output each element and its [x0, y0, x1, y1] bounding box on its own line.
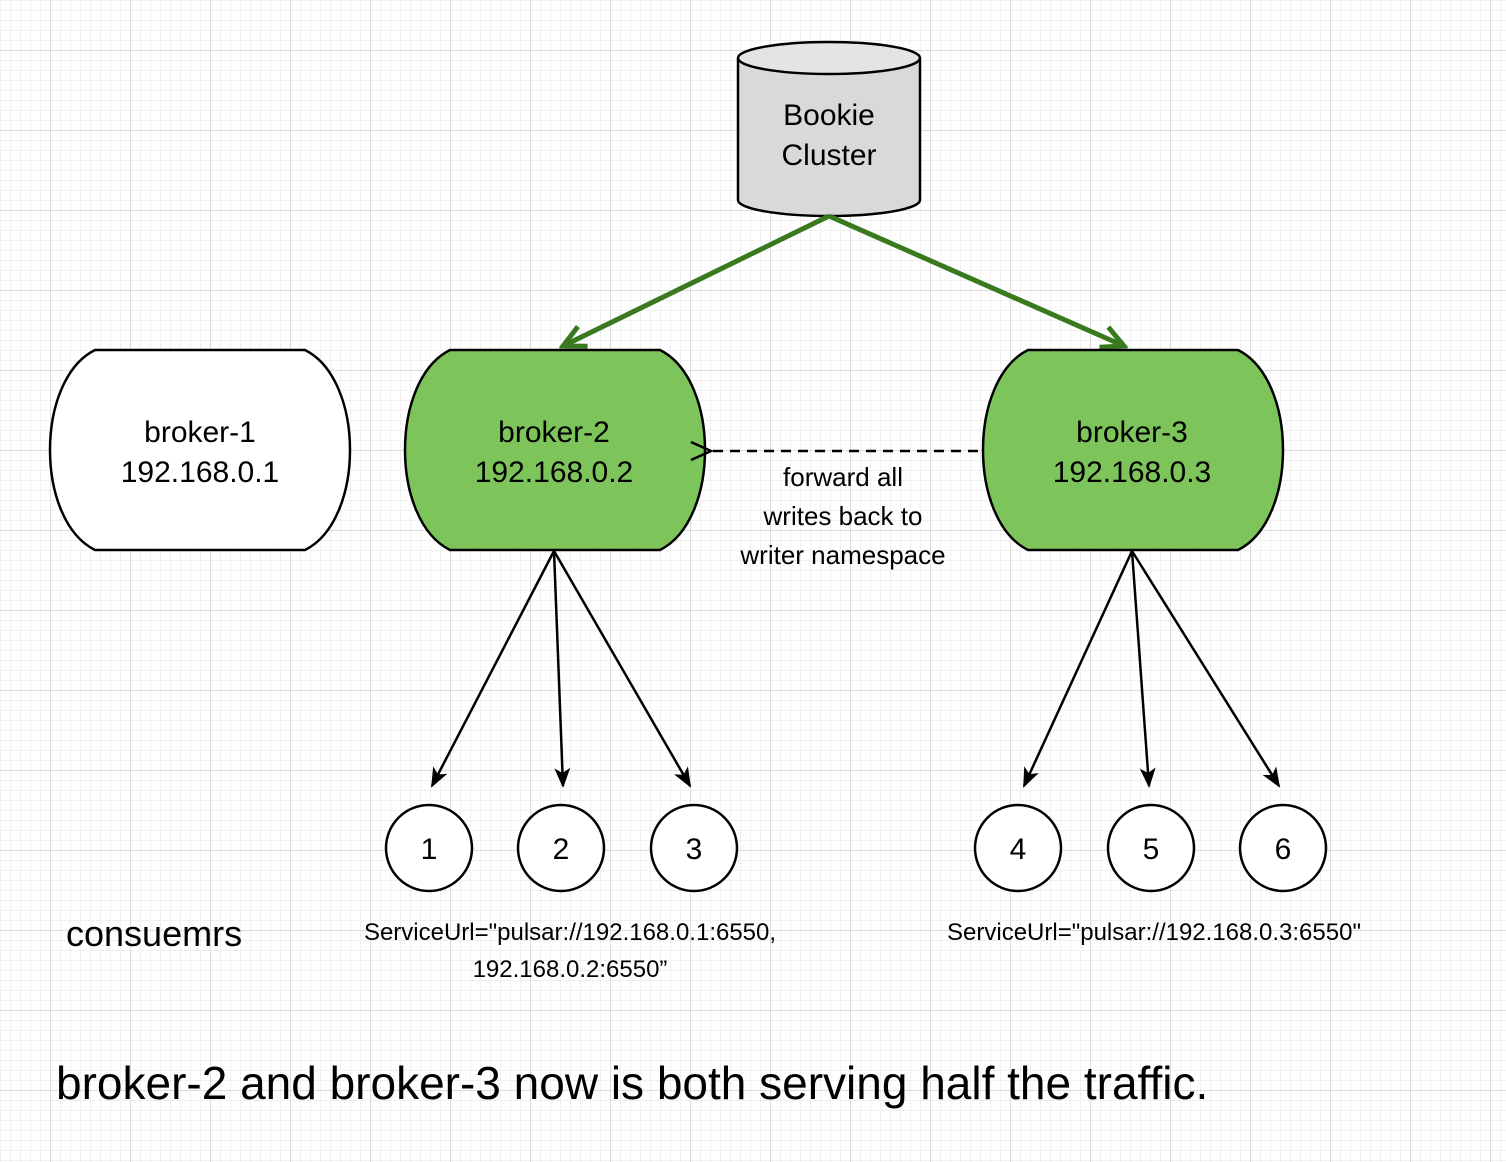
consumer-4-label: 4 [1009, 833, 1027, 866]
service-url-broker-3-line-1: ServiceUrl="pulsar://192.168.0.3:6550" [947, 919, 1361, 946]
consumer-1-circle [384, 803, 474, 893]
service-url-broker-2: ServiceUrl="pulsar://192.168.0.1:6550, 1… [320, 914, 820, 988]
forward-edge-label-line-3: writer namespace [740, 540, 946, 570]
service-url-broker-2-line-1: ServiceUrl="pulsar://192.168.0.1:6550, [363, 919, 777, 946]
broker-1-shape [48, 348, 352, 552]
service-url-broker-3: ServiceUrl="pulsar://192.168.0.3:6550" [904, 914, 1404, 951]
consumer-edge-4 [1022, 550, 1134, 788]
broker-2-ip: 192.168.0.2 [474, 456, 634, 489]
consumer-edge-1 [430, 550, 556, 788]
forward-edge-label-line-2: writes back to [763, 501, 923, 531]
bookie-cluster-line-1: Bookie [783, 99, 875, 132]
consumer-edge-3 [552, 550, 692, 788]
consumer-4-circle [973, 803, 1063, 893]
consumer-3-label: 3 [685, 833, 703, 866]
replication-edge-to-broker-2 [563, 213, 831, 346]
bookie-cluster-line-2: Cluster [781, 139, 877, 172]
broker-3-ip: 192.168.0.3 [1052, 456, 1212, 489]
consumer-6-circle [1238, 803, 1328, 893]
broker-3-shape [981, 348, 1285, 552]
consumer-2-label: 2 [552, 833, 570, 866]
consumer-3-circle [649, 803, 739, 893]
forward-edge-label-line-1: forward all [783, 462, 903, 492]
consumer-2-circle [516, 803, 606, 893]
consumer-edge-6 [1130, 550, 1281, 788]
broker-1-ip: 192.168.0.1 [120, 456, 280, 489]
consumers-label: consuemrs [66, 913, 243, 954]
bookie-cluster-label: Bookie Cluster [738, 96, 920, 176]
consumer-edge-5 [1130, 550, 1156, 788]
service-url-broker-2-line-2: 192.168.0.2:6550” [472, 956, 668, 983]
broker-2-label: broker-2 192.168.0.2 [404, 413, 704, 493]
consumer-edge-2 [552, 550, 571, 788]
consumer-5-circle [1106, 803, 1196, 893]
broker-1-name: broker-1 [144, 416, 256, 449]
bookie-cluster-cylinder [736, 40, 922, 218]
forward-edge-label: forward all writes back to writer namesp… [713, 458, 973, 575]
caption: broker-2 and broker-3 now is both servin… [56, 1057, 1209, 1109]
broker-2-name: broker-2 [498, 416, 610, 449]
consumer-5-label: 5 [1142, 833, 1160, 866]
replication-edge-to-broker-3 [827, 213, 1124, 346]
broker-3-name: broker-3 [1076, 416, 1188, 449]
broker-2-shape [403, 348, 707, 552]
consumer-6-label: 6 [1274, 833, 1292, 866]
broker-3-label: broker-3 192.168.0.3 [982, 413, 1282, 493]
broker-1-label: broker-1 192.168.0.1 [50, 413, 350, 493]
consumer-1-label: 1 [420, 833, 438, 866]
